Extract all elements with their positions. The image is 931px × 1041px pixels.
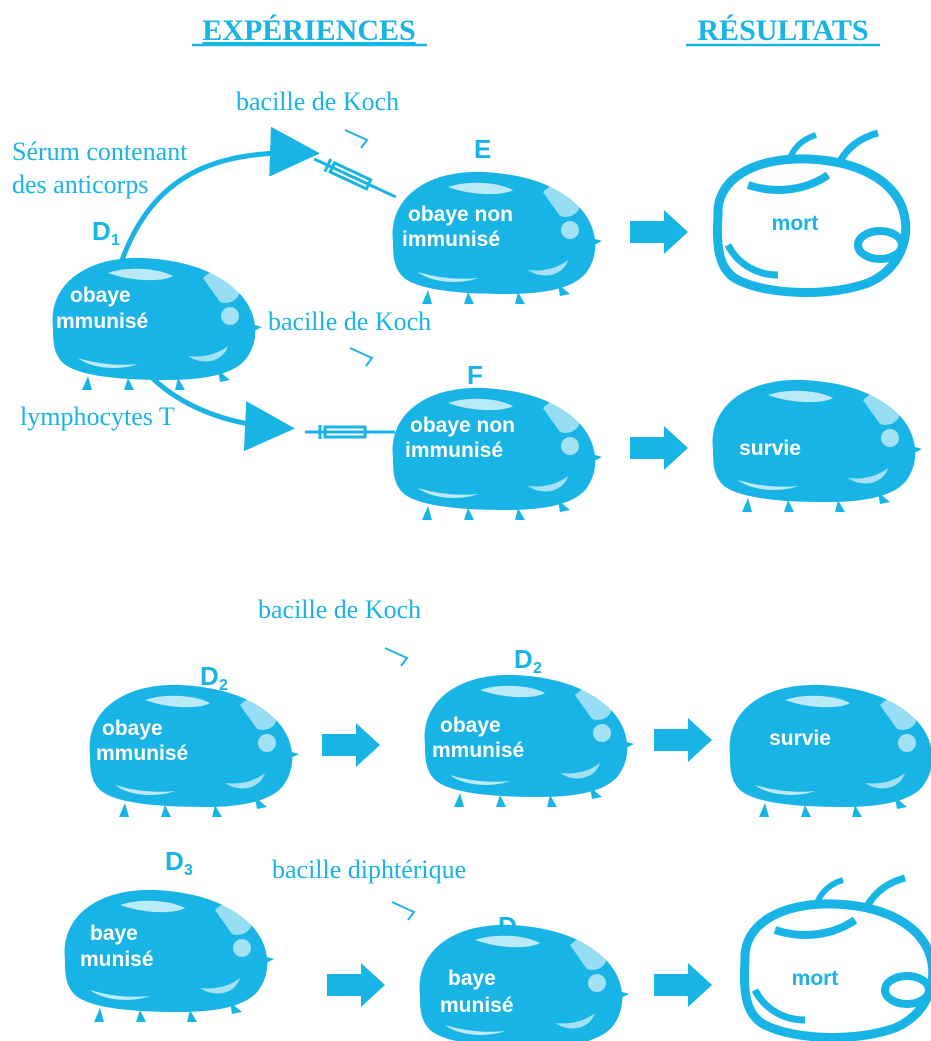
arrow-d2-result [654,718,712,762]
d1-label-line2: mmunisé [56,310,148,333]
label-serum-line1: Sérum contenant [12,137,188,166]
d2-mid-label-line1: obaye [440,714,501,737]
label-serum-line2: des anticorps [12,170,148,199]
d3-left-label-line2: munisé [80,948,154,971]
syringe-f [305,425,395,439]
arrow-e-result [630,210,688,254]
letter-d2-right: D 2 [514,644,542,677]
letter-d3-left: D 3 [165,846,193,879]
svg-text:D: D [92,216,111,246]
d3-mid-label-line2: munisé [440,994,514,1017]
label-bacille-koch-mid: bacille de Koch [268,307,431,336]
svg-text:D: D [514,644,533,674]
e-label-line1: obaye non [408,203,513,226]
result-e-text: mort [772,212,819,235]
d3-mid-label-line1: baye [448,967,496,990]
letter-e: E [474,134,491,164]
f-label-line2: immunisé [405,439,503,462]
bacille-koch-pointer-d2 [385,648,407,666]
d2-left-label-line1: obaye [102,717,163,740]
svg-text:D: D [165,846,184,876]
arrow-f-result [630,426,688,470]
label-bacille-koch-d2: bacille de Koch [258,595,421,624]
d1-label-line1: obaye [70,284,131,307]
svg-text:D: D [200,661,219,691]
header-experiences: EXPÉRIENCES [202,14,415,47]
header-resultats: RÉSULTATS [697,14,868,47]
letter-d1: D 1 [92,216,120,249]
bacille-diphterique-pointer [392,902,414,920]
d3-left-label-line1: baye [90,922,138,945]
bacille-koch-pointer-mid [350,348,372,366]
e-label-line2: immunisé [402,228,500,251]
svg-text:2: 2 [533,660,542,677]
guinea-pig-d3-result [744,878,931,1037]
svg-text:3: 3 [184,862,193,879]
result-f-text: survie [739,437,801,460]
svg-text:1: 1 [111,232,120,249]
arrow-d3-result [654,963,712,1007]
label-bacille-diphterique: bacille diphtérique [272,855,466,884]
result-d2-text: survie [769,727,831,750]
d2-left-label-line2: mmunisé [96,742,188,765]
d2-mid-label-line2: mmunisé [432,739,524,762]
result-d3-text: mort [792,967,839,990]
guinea-pig-d2-result [730,685,931,817]
arrow-d3-left-mid [327,963,385,1007]
label-bacille-koch-top: bacille de Koch [236,87,399,116]
arrow-d2-left-mid [322,723,380,767]
label-lymphocytes: lymphocytes T [20,402,175,431]
bacille-koch-pointer-top [345,130,367,148]
letter-f: F [467,360,483,390]
syringe-e [311,153,398,204]
f-label-line1: obaye non [410,414,515,437]
